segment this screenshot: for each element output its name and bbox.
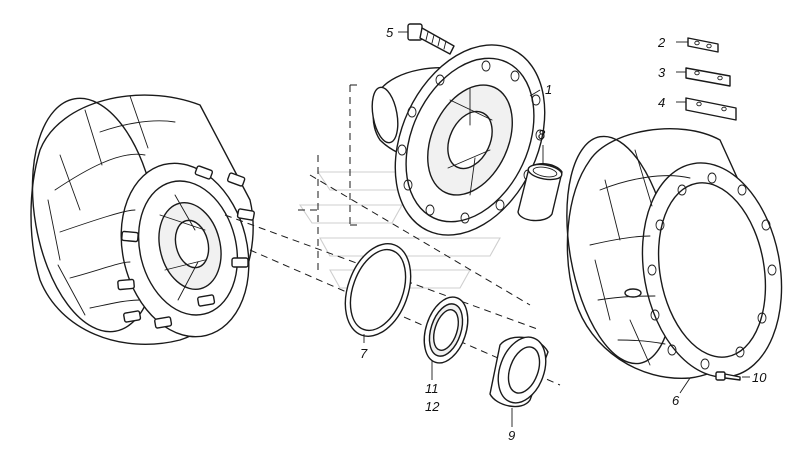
callout-11: 11 [425, 381, 439, 396]
shim-plate-2 [687, 37, 719, 53]
wheel-hub [371, 44, 546, 236]
callout-3: 3 [658, 65, 666, 80]
oil-seal [423, 296, 469, 364]
hub-bolt [407, 23, 455, 55]
brake-drum [566, 128, 783, 379]
drum-screw [715, 371, 741, 381]
callout-numbers: 5 1 2 3 4 8 7 11 12 9 6 10 [360, 25, 767, 443]
callout-4: 4 [658, 95, 665, 110]
brake-drum-with-hub-assembly [30, 94, 255, 345]
shim-plate-4 [685, 97, 737, 121]
callout-12: 12 [425, 399, 440, 414]
drum-bolt-holes [647, 172, 777, 370]
callout-10: 10 [752, 370, 767, 385]
leader-lines [363, 31, 750, 427]
bearing-cone [489, 336, 549, 408]
callout-7: 7 [360, 346, 368, 361]
callout-6: 6 [672, 393, 680, 408]
shim-plate-3 [685, 67, 731, 87]
callout-1: 1 [545, 82, 552, 97]
callout-9: 9 [508, 428, 515, 443]
bearing-cup [517, 163, 563, 222]
seal-ring [344, 243, 412, 337]
wheel-studs [117, 165, 255, 329]
callout-5: 5 [386, 25, 394, 40]
callout-2: 2 [657, 35, 666, 50]
callout-8: 8 [538, 127, 546, 142]
